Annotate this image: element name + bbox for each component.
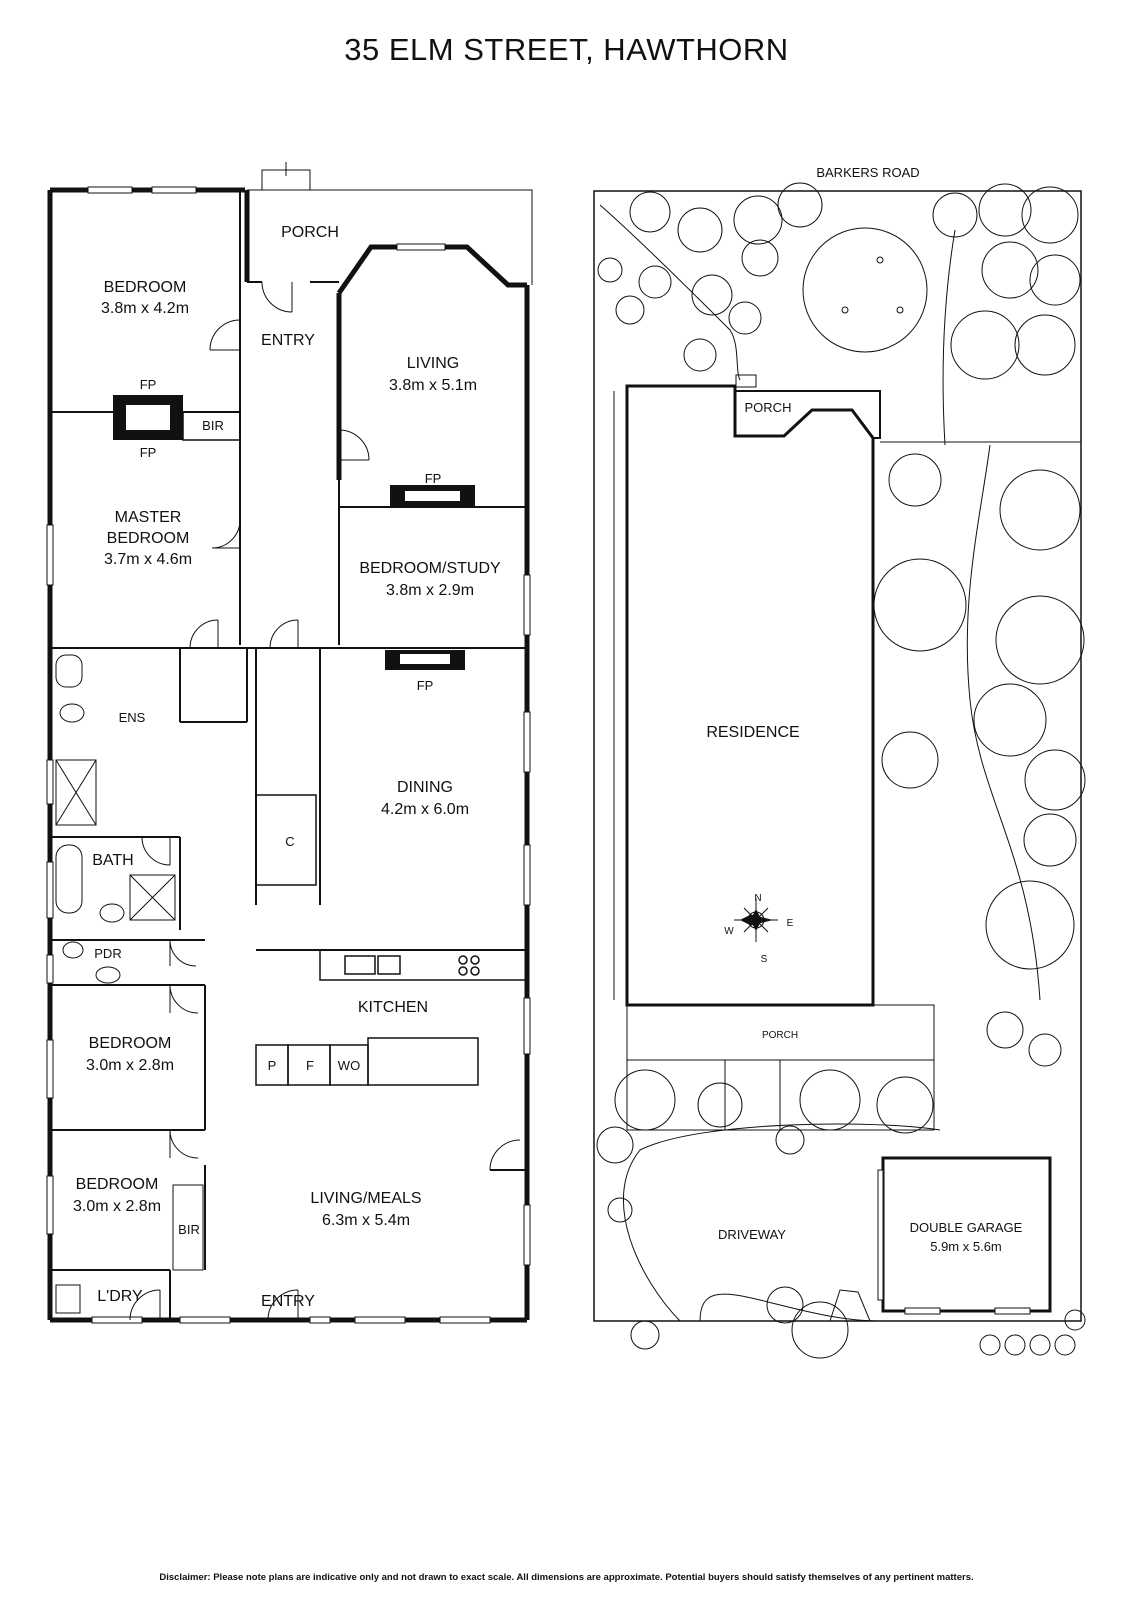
pdr-label: PDR <box>94 946 121 961</box>
compass-s: S <box>761 954 768 965</box>
kitchen-bench <box>255 794 528 1086</box>
residence-label: RESIDENCE <box>706 724 799 741</box>
trees <box>596 182 1086 1359</box>
bedroom4-name: BEDROOM <box>76 1176 159 1193</box>
windows <box>46 186 531 1324</box>
living-name: LIVING <box>407 355 459 372</box>
round-garden <box>802 227 928 353</box>
bath-label: BATH <box>92 852 133 869</box>
driveway-label: DRIVEWAY <box>718 1227 786 1242</box>
bir2-label: BIR <box>178 1222 200 1237</box>
living-dim: 3.8m x 5.1m <box>389 377 477 394</box>
bedroom3-dim: 3.0m x 2.8m <box>86 1057 174 1074</box>
fp-label-2: FP <box>140 445 157 460</box>
cupboard-label: C <box>285 834 294 849</box>
site-plan-labels: BARKERS ROAD PORCH RESIDENCE PORCH DRIVE… <box>706 165 1022 1254</box>
living-meals-dim: 6.3m x 5.4m <box>322 1212 410 1229</box>
bedroom1-dim: 3.8m x 4.2m <box>101 300 189 317</box>
dining-dim: 4.2m x 6.0m <box>381 801 469 818</box>
bedroom3-name: BEDROOM <box>89 1035 172 1052</box>
porch-top-label: PORCH <box>745 400 792 415</box>
floor-plan <box>46 162 533 1324</box>
porch-label: PORCH <box>281 224 339 241</box>
bir1-label: BIR <box>202 418 224 433</box>
pantry-label: P <box>268 1058 277 1073</box>
study-name: BEDROOM/STUDY <box>359 560 501 577</box>
compass-rose <box>734 898 778 942</box>
disclaimer: Disclaimer: Please note plans are indica… <box>159 1572 974 1583</box>
master-line1: MASTER <box>115 509 182 526</box>
garage-dim: 5.9m x 5.6m <box>930 1239 1002 1254</box>
master-dim: 3.7m x 4.6m <box>104 551 192 568</box>
study-dim: 3.8m x 2.9m <box>386 582 474 599</box>
living-meals-name: LIVING/MEALS <box>310 1190 421 1207</box>
page-title: 35 ELM STREET, HAWTHORN <box>344 32 789 67</box>
entry-bottom-label: ENTRY <box>261 1293 315 1310</box>
compass-n: N <box>754 893 761 904</box>
bedroom4-dim: 3.0m x 2.8m <box>73 1198 161 1215</box>
wo-label: WO <box>338 1058 360 1073</box>
entry-top-label: ENTRY <box>261 332 315 349</box>
bedroom1-name: BEDROOM <box>104 279 187 296</box>
dining-name: DINING <box>397 779 453 796</box>
fp-label-1: FP <box>140 377 157 392</box>
fridge-label: F <box>306 1058 314 1073</box>
kitchen-label: KITCHEN <box>358 999 428 1016</box>
compass-e: E <box>787 918 794 929</box>
street-name: BARKERS ROAD <box>816 165 919 180</box>
site-plan <box>593 182 1086 1359</box>
floor-plan-labels: BEDROOM 3.8m x 4.2m PORCH ENTRY LIVING 3… <box>73 224 501 1310</box>
master-line2: BEDROOM <box>107 530 190 547</box>
garage-name: DOUBLE GARAGE <box>910 1220 1023 1235</box>
fp-label-4: FP <box>417 678 434 693</box>
porch-bottom-label: PORCH <box>762 1030 798 1041</box>
fp-label-3: FP <box>425 471 442 486</box>
bath-fixtures <box>55 654 204 1314</box>
compass-w: W <box>724 926 734 937</box>
doors <box>129 281 521 1321</box>
laundry-label: L'DRY <box>97 1288 143 1305</box>
ens-label: ENS <box>119 710 146 725</box>
